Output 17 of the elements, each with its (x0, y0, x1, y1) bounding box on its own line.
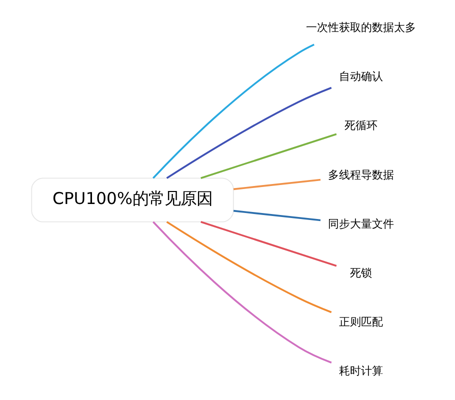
connector (166, 221, 332, 314)
node-text: 同步大量文件 (328, 217, 394, 230)
node-text: 自动确认 (339, 70, 384, 84)
connector (152, 44, 314, 179)
node-text: 死锁 (350, 266, 372, 280)
node-text: 死循环 (344, 119, 378, 132)
connector (152, 221, 332, 364)
node-box: CPU100%的常见原因 (31, 178, 234, 222)
connector (233, 210, 321, 222)
connector (200, 221, 337, 267)
connector (166, 86, 332, 179)
node-text: 多线程导数据 (328, 168, 394, 182)
connector (233, 178, 321, 190)
node-text: 耗时计算 (339, 364, 384, 378)
node-text: 一次性获取的数据太多 (306, 21, 416, 34)
connector (200, 133, 337, 179)
node-text: 正则匹配 (339, 316, 384, 329)
